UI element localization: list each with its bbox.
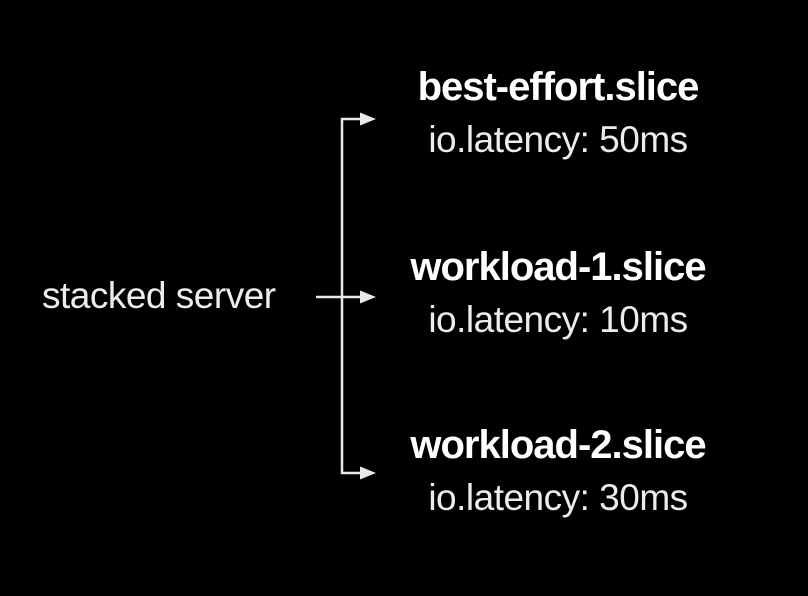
slice-title: best-effort.slice [417,65,700,109]
arrowhead-middle-icon [360,290,376,304]
slice-node-best-effort: best-effort.slice io.latency: 50ms [368,66,748,161]
slice-title: workload-1.slice [410,245,706,289]
slice-latency-value: io.latency: 30ms [428,477,688,518]
slice-title: workload-2.slice [410,423,706,467]
slice-latency-value: io.latency: 50ms [428,119,688,160]
slice-node-workload-1: workload-1.slice io.latency: 10ms [368,246,748,341]
root-label: stacked server [42,275,276,316]
slice-latency-value: io.latency: 10ms [428,299,688,340]
arrowhead-top-icon [360,112,376,126]
arrowhead-bottom-icon [360,466,376,480]
slice-node-workload-2: workload-2.slice io.latency: 30ms [368,424,748,519]
